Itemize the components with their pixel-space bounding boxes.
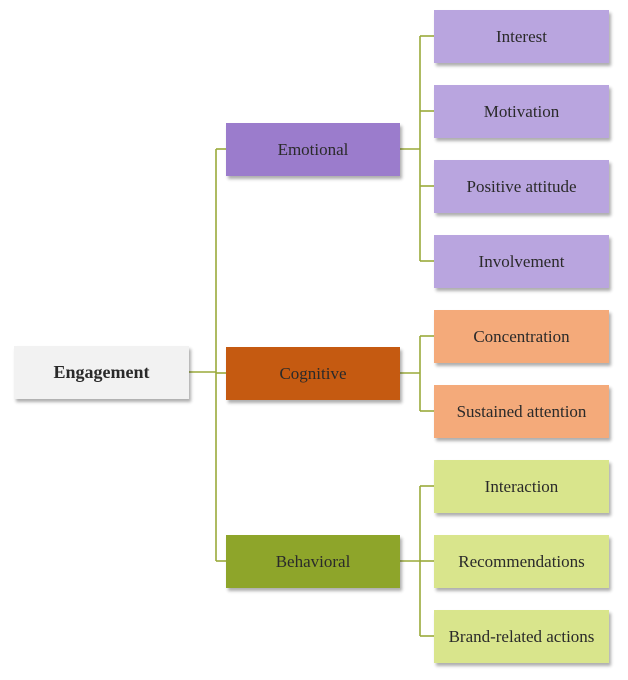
leaf-label: Involvement: [478, 251, 565, 271]
leaf-label: Recommendations: [458, 551, 585, 571]
leaf-concentration: Concentration: [434, 310, 609, 363]
category-cognitive: Cognitive: [226, 347, 400, 400]
root-label: Engagement: [53, 362, 150, 382]
leaf-label: Motivation: [483, 101, 560, 121]
leaf-label: Concentration: [473, 326, 570, 346]
leaf-brand-related-actions: Brand-related actions: [434, 610, 609, 663]
leaf-recommendations: Recommendations: [434, 535, 609, 588]
leaf-label: Sustained attention: [456, 401, 587, 421]
leaf-label: Positive attitude: [466, 176, 577, 196]
category-behavioral: Behavioral: [226, 535, 400, 588]
category-emotional: Emotional: [226, 123, 400, 176]
leaf-label: Interaction: [484, 476, 559, 496]
leaf-label: Interest: [496, 26, 547, 46]
category-label: Cognitive: [279, 363, 347, 383]
leaf-sustained-attention: Sustained attention: [434, 385, 609, 438]
leaf-interest: Interest: [434, 10, 609, 63]
leaf-label: Brand-related actions: [448, 626, 595, 646]
root-node-engagement: Engagement: [14, 346, 189, 399]
leaf-positive-attitude: Positive attitude: [434, 160, 609, 213]
category-label: Behavioral: [275, 551, 351, 571]
category-label: Emotional: [277, 139, 349, 159]
leaf-involvement: Involvement: [434, 235, 609, 288]
leaf-interaction: Interaction: [434, 460, 609, 513]
leaf-motivation: Motivation: [434, 85, 609, 138]
